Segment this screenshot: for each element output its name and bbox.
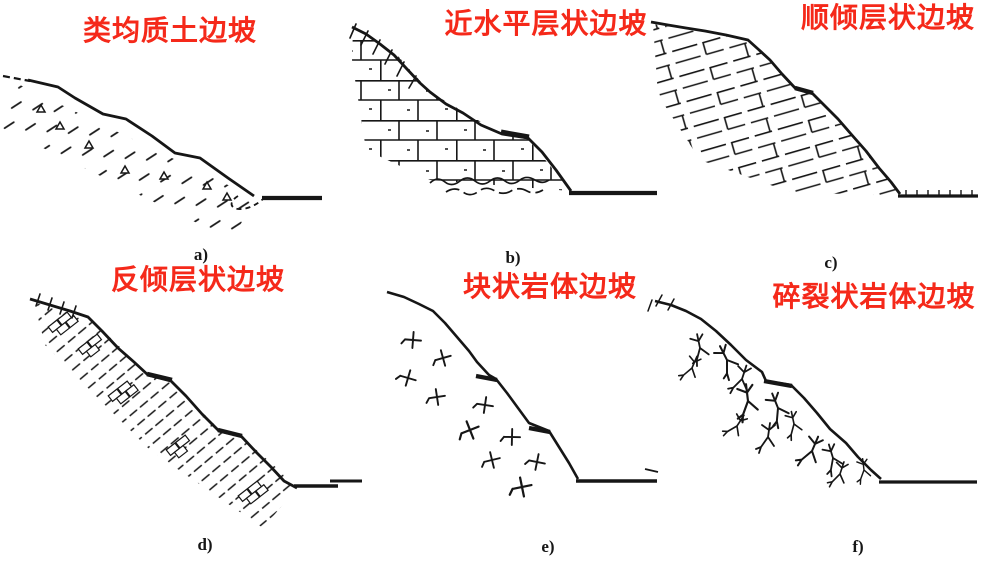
slope-profile-c (650, 20, 902, 195)
ground-dash-f-left (644, 468, 659, 473)
slope-sketch-b (349, 23, 657, 196)
panel-e-caption: e) (541, 537, 555, 556)
panel-d-title: 反倾层状边坡 (110, 265, 286, 296)
slope-sketch-f (644, 294, 977, 491)
slope-sketch-d (29, 293, 338, 528)
panel-f-caption: f) (852, 537, 864, 556)
bench-lines-d (146, 371, 243, 439)
dipping-beds-texture (653, 24, 902, 196)
crest-dashed-line (2, 74, 31, 83)
slope-sketch-c (650, 20, 978, 198)
panel-e-title: 块状岩体边坡 (462, 272, 638, 303)
slope-profile-f (654, 299, 882, 480)
brick-patches-d (47, 311, 269, 505)
slope-profile-e (386, 290, 580, 480)
slope-sketch-e (330, 290, 657, 500)
ground-tick-marks-c (905, 190, 973, 195)
slope-sketch-a (2, 74, 322, 240)
bench-line-f (763, 378, 793, 389)
panel-b-title: 近水平层状边坡 (444, 9, 648, 40)
panel-c-title: 顺倾层状边坡 (800, 3, 976, 34)
slope-profile-b (351, 25, 573, 192)
panel-a-title: 类均质土边坡 (82, 16, 258, 47)
wavy-base-line-2 (445, 187, 544, 196)
bench-line-b (500, 129, 530, 140)
bench-line-c (794, 85, 814, 96)
bench-lines-e (475, 373, 551, 435)
slope-profile-a (27, 78, 255, 198)
crest-hatch-marks-b (349, 23, 417, 89)
panel-f-title: 碎裂状岩体边坡 (772, 282, 976, 313)
panel-b-caption: b) (505, 248, 521, 267)
panel-d-caption: d) (197, 535, 213, 554)
wavy-base-line-1 (429, 176, 550, 186)
panel-c-caption: c) (824, 253, 838, 272)
panel-a-caption: a) (193, 245, 209, 264)
fracture-network (677, 331, 874, 491)
